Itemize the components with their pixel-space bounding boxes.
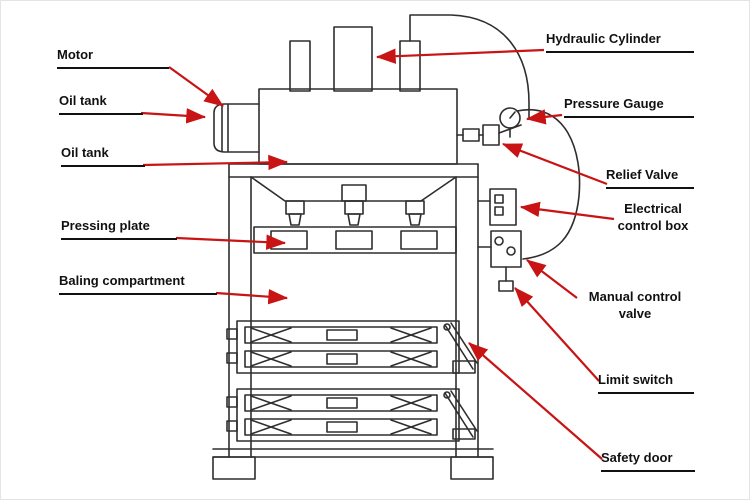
machine-drawing bbox=[212, 14, 581, 480]
arrow-electrical-control-box bbox=[519, 201, 615, 221]
manual-control-valve-shape bbox=[477, 230, 522, 268]
bale-row-upper bbox=[226, 320, 478, 374]
arrow-limit-switch bbox=[514, 287, 600, 382]
arrow-oil-tank-lower bbox=[142, 154, 289, 171]
label-limit-switch: Limit switch bbox=[598, 372, 694, 394]
arrow-pressing-plate bbox=[175, 234, 287, 250]
arrow-pressure-gauge bbox=[525, 109, 563, 125]
arrow-relief-valve bbox=[501, 142, 608, 186]
label-pressing-plate: Pressing plate bbox=[61, 218, 177, 240]
hydraulic-cylinder-shape bbox=[289, 26, 421, 92]
label-oil-tank-lower: Oil tank bbox=[61, 145, 145, 167]
oil-tank-shape bbox=[258, 88, 458, 165]
safety-door-latch-shape bbox=[452, 360, 476, 374]
label-electrical-control-box: Electrical control box bbox=[617, 201, 689, 233]
pressure-gauge-shape bbox=[499, 107, 521, 138]
press-ram-shape bbox=[285, 184, 425, 226]
pressing-plate-shape bbox=[253, 226, 457, 254]
electrical-control-box-shape bbox=[477, 188, 517, 226]
bale-row-lower bbox=[226, 388, 478, 442]
frame-shape bbox=[228, 163, 479, 458]
label-relief-valve: Relief Valve bbox=[606, 167, 694, 189]
limit-switch-shape bbox=[498, 266, 514, 292]
arrow-manual-control-valve bbox=[526, 259, 578, 299]
arrow-hydraulic-cylinder bbox=[375, 48, 545, 64]
label-pressure-gauge: Pressure Gauge bbox=[564, 96, 694, 118]
label-baling-compartment: Baling compartment bbox=[59, 273, 217, 295]
label-manual-control-valve: Manual control valve bbox=[588, 289, 682, 321]
pointer-arrows bbox=[140, 48, 615, 460]
arrow-baling-compartment bbox=[215, 289, 289, 305]
motor-shape bbox=[213, 103, 260, 153]
arrow-motor bbox=[168, 66, 224, 107]
label-motor: Motor bbox=[57, 47, 169, 69]
label-safety-door: Safety door bbox=[601, 450, 695, 472]
base-shape bbox=[212, 448, 494, 480]
label-hydraulic-cylinder: Hydraulic Cylinder bbox=[546, 31, 694, 53]
arrow-safety-door bbox=[468, 342, 603, 460]
relief-valve-shape bbox=[456, 124, 522, 146]
label-oil-tank-top: Oil tank bbox=[59, 93, 143, 115]
arrow-oil-tank-top bbox=[140, 108, 207, 124]
